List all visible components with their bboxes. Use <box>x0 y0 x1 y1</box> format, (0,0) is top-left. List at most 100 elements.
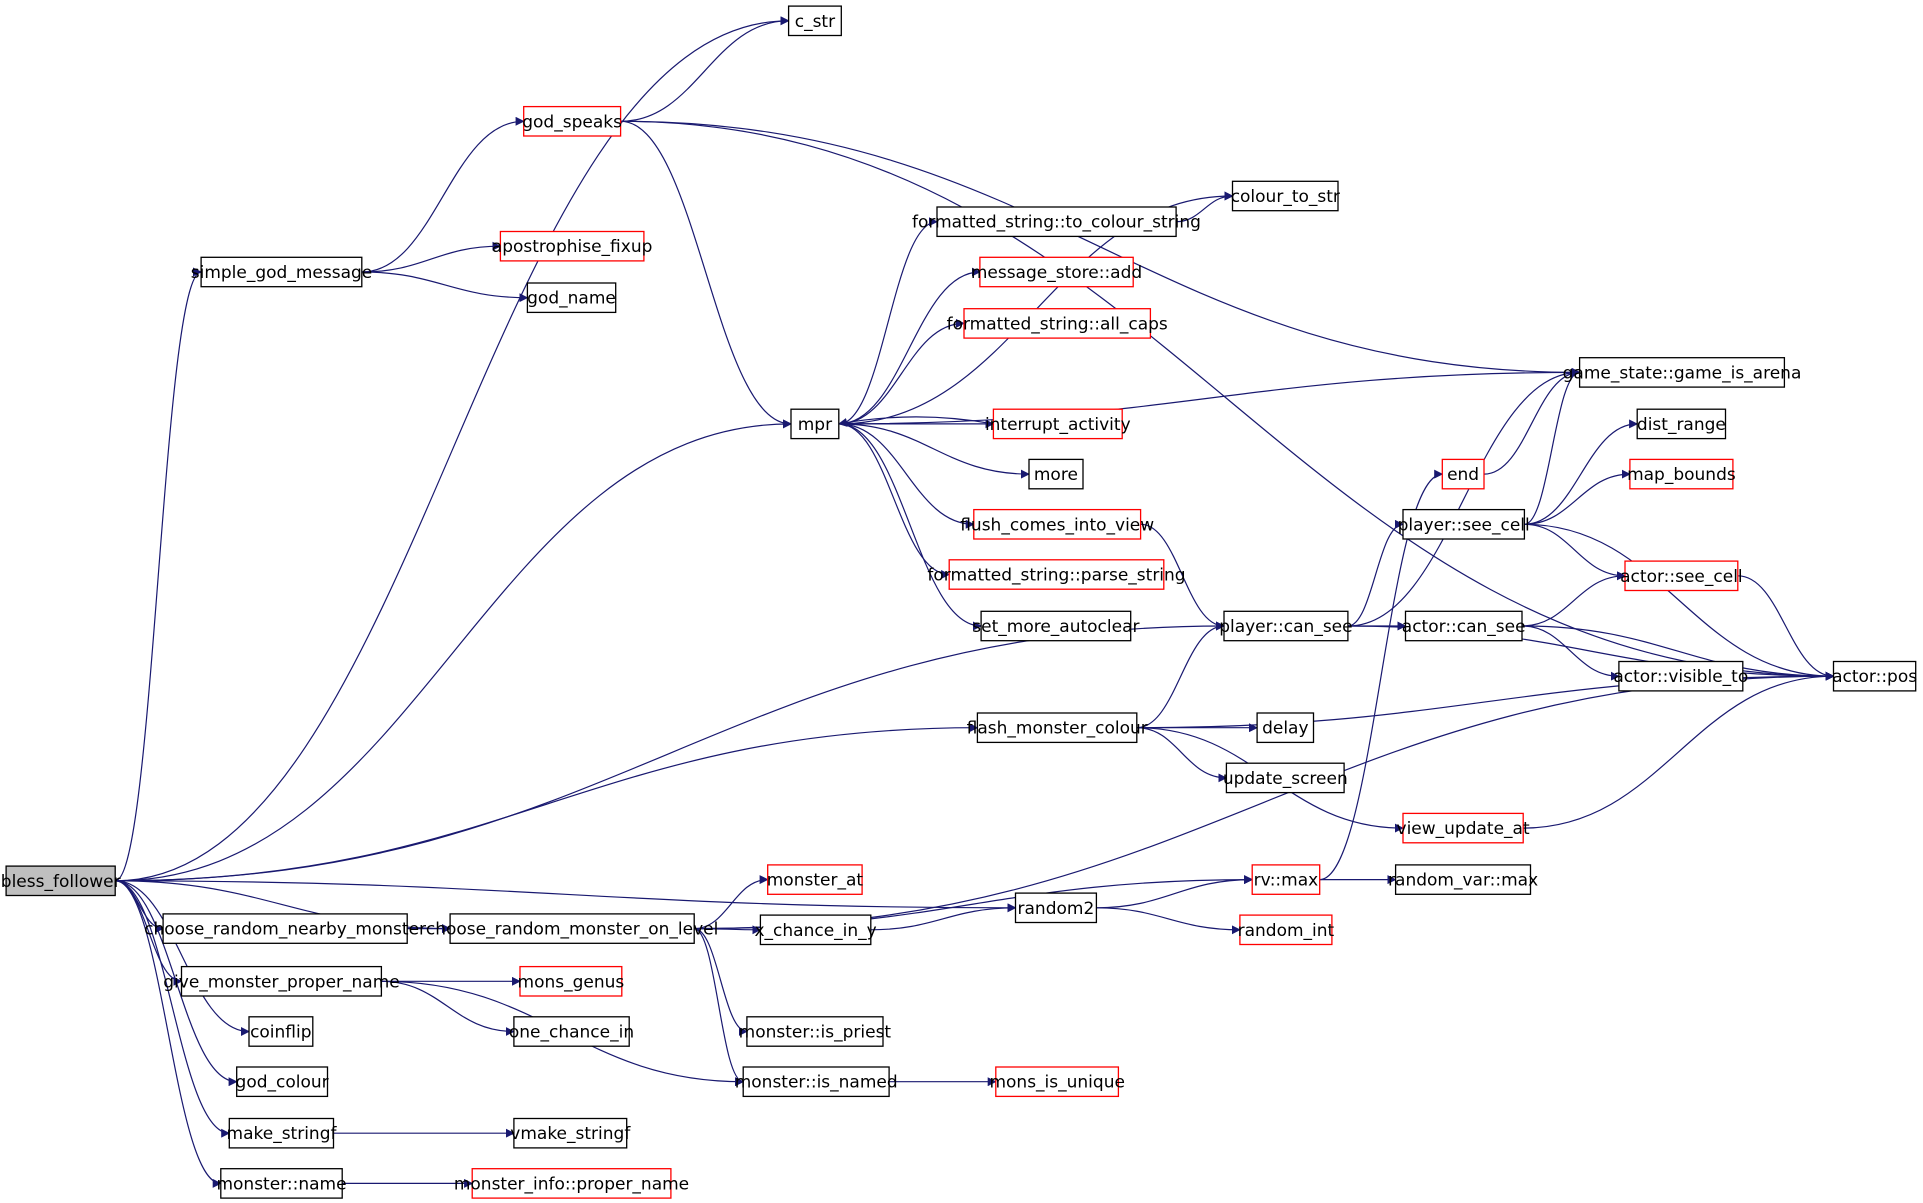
node-box[interactable] <box>992 408 1123 440</box>
node-simple_god_message[interactable]: simple_god_message <box>191 256 373 288</box>
node-box[interactable] <box>519 965 623 997</box>
node-colour_to_str[interactable]: colour_to_str <box>1231 180 1340 212</box>
node-monster_is_priest[interactable]: monster::is_priest <box>739 1016 892 1047</box>
node-box[interactable] <box>1014 892 1098 924</box>
node-box[interactable] <box>499 230 645 262</box>
node-apostrophise_fixup[interactable]: apostrophise_fixup <box>492 230 653 262</box>
node-box[interactable] <box>523 105 622 137</box>
node-make_stringf[interactable]: make_stringf <box>227 1117 338 1149</box>
node-box[interactable] <box>220 1168 343 1199</box>
node-end[interactable]: end <box>1441 458 1485 490</box>
node-god_colour[interactable]: god_colour <box>236 1066 329 1098</box>
node-update_screen[interactable]: update_screen <box>1223 762 1348 794</box>
node-box[interactable] <box>513 1016 630 1047</box>
node-box[interactable] <box>973 508 1142 540</box>
node-box[interactable] <box>526 282 617 314</box>
node-monster_at[interactable]: monster_at <box>767 864 864 895</box>
node-flash_monster_colour[interactable]: flash_monster_colour <box>967 712 1148 744</box>
node-box[interactable] <box>1394 864 1532 895</box>
node-box[interactable] <box>449 913 695 944</box>
node-monster_name[interactable]: monster::name <box>216 1168 347 1199</box>
node-box[interactable] <box>1402 812 1524 844</box>
node-box[interactable] <box>1402 508 1526 540</box>
node-box[interactable] <box>162 913 408 944</box>
node-box[interactable] <box>746 1016 884 1047</box>
node-message_store_add[interactable]: message_store::add <box>971 256 1142 288</box>
node-vmake_stringf[interactable]: vmake_stringf <box>510 1117 631 1149</box>
node-mpr[interactable]: mpr <box>790 408 840 440</box>
node-rv_max[interactable]: rv::max <box>1251 864 1321 895</box>
node-box[interactable] <box>1223 610 1349 642</box>
node-monster_info_proper_name[interactable]: monster_info::proper_name <box>454 1168 689 1199</box>
node-box[interactable] <box>936 206 1177 238</box>
node-formatted_string_parse_string[interactable]: formatted_string::parse_string <box>927 559 1186 590</box>
node-box[interactable] <box>1441 458 1485 490</box>
node-god_speaks[interactable]: god_speaks <box>522 105 622 137</box>
node-actor_see_cell[interactable]: actor::see_cell <box>1620 560 1743 592</box>
node-random_var_max[interactable]: random_var::max <box>1388 864 1538 895</box>
node-box[interactable] <box>1028 458 1084 490</box>
node-c_str[interactable]: c_str <box>787 5 842 37</box>
node-box[interactable] <box>236 1066 329 1098</box>
node-more[interactable]: more <box>1028 458 1084 490</box>
node-choose_random_monster_on_level[interactable]: choose_random_monster_on_level <box>426 913 718 944</box>
node-box[interactable] <box>963 308 1152 339</box>
node-one_chance_in[interactable]: one_chance_in <box>509 1016 634 1047</box>
node-box[interactable] <box>1231 180 1339 212</box>
node-box[interactable] <box>1624 560 1739 592</box>
node-box[interactable] <box>1832 660 1917 692</box>
node-bless_follower[interactable]: bless_follower <box>1 865 121 897</box>
node-box[interactable] <box>1404 610 1523 642</box>
node-box[interactable] <box>1578 357 1786 388</box>
node-box[interactable] <box>1636 408 1727 440</box>
node-x_chance_in_y[interactable]: x_chance_in_y <box>754 914 877 946</box>
node-mons_genus[interactable]: mons_genus <box>518 965 625 997</box>
node-box[interactable] <box>980 610 1132 642</box>
node-view_update_at[interactable]: view_update_at <box>1397 812 1530 844</box>
node-box[interactable] <box>513 1117 628 1149</box>
node-flush_comes_into_view[interactable]: flush_comes_into_view <box>960 508 1154 540</box>
node-actor_visible_to[interactable]: actor::visible_to <box>1613 660 1748 692</box>
node-box[interactable] <box>248 1016 314 1047</box>
node-actor_pos[interactable]: actor::pos <box>1832 660 1917 692</box>
node-actor_can_see[interactable]: actor::can_see <box>1402 610 1526 642</box>
node-box[interactable] <box>948 559 1165 590</box>
node-box[interactable] <box>742 1066 890 1098</box>
node-coinflip[interactable]: coinflip <box>248 1016 314 1047</box>
node-mons_is_unique[interactable]: mons_is_unique <box>989 1066 1125 1098</box>
node-box[interactable] <box>759 914 872 946</box>
node-dist_range[interactable]: dist_range <box>1636 408 1727 440</box>
node-player_see_cell[interactable]: player::see_cell <box>1398 508 1530 540</box>
node-box[interactable] <box>787 5 842 37</box>
node-box[interactable] <box>1618 660 1744 692</box>
node-box[interactable] <box>1251 864 1321 895</box>
node-box[interactable] <box>1629 458 1734 490</box>
node-choose_random_nearby_monster[interactable]: choose_random_nearby_monster <box>144 913 426 944</box>
node-box[interactable] <box>228 1117 335 1149</box>
node-box[interactable] <box>1225 762 1345 794</box>
node-delay[interactable]: delay <box>1256 712 1315 744</box>
node-formatted_string_to_colour_string[interactable]: formatted_string::to_colour_string <box>912 206 1201 238</box>
node-box[interactable] <box>471 1168 672 1199</box>
node-box[interactable] <box>180 965 383 997</box>
node-box[interactable] <box>1239 914 1333 946</box>
node-give_monster_proper_name[interactable]: give_monster_proper_name <box>163 965 400 997</box>
node-game_state_game_is_arena[interactable]: game_state::game_is_arena <box>1563 357 1802 388</box>
node-formatted_string_all_caps[interactable]: formatted_string::all_caps <box>947 308 1168 339</box>
node-box[interactable] <box>5 865 116 897</box>
node-box[interactable] <box>200 256 363 288</box>
node-box[interactable] <box>976 712 1138 744</box>
node-random_int[interactable]: random_int <box>1238 914 1335 946</box>
node-god_name[interactable]: god_name <box>526 282 617 314</box>
node-box[interactable] <box>979 256 1134 288</box>
node-box[interactable] <box>1256 712 1315 744</box>
node-map_bounds[interactable]: map_bounds <box>1627 458 1736 490</box>
node-interrupt_activity[interactable]: interrupt_activity <box>985 408 1131 440</box>
node-monster_is_named[interactable]: monster::is_named <box>735 1066 898 1098</box>
node-box[interactable] <box>995 1066 1120 1098</box>
node-box[interactable] <box>790 408 840 440</box>
node-player_can_see[interactable]: player::can_see <box>1219 610 1353 642</box>
node-set_more_autoclear[interactable]: set_more_autoclear <box>972 610 1140 642</box>
node-box[interactable] <box>767 864 863 895</box>
node-random2[interactable]: random2 <box>1014 892 1098 924</box>
